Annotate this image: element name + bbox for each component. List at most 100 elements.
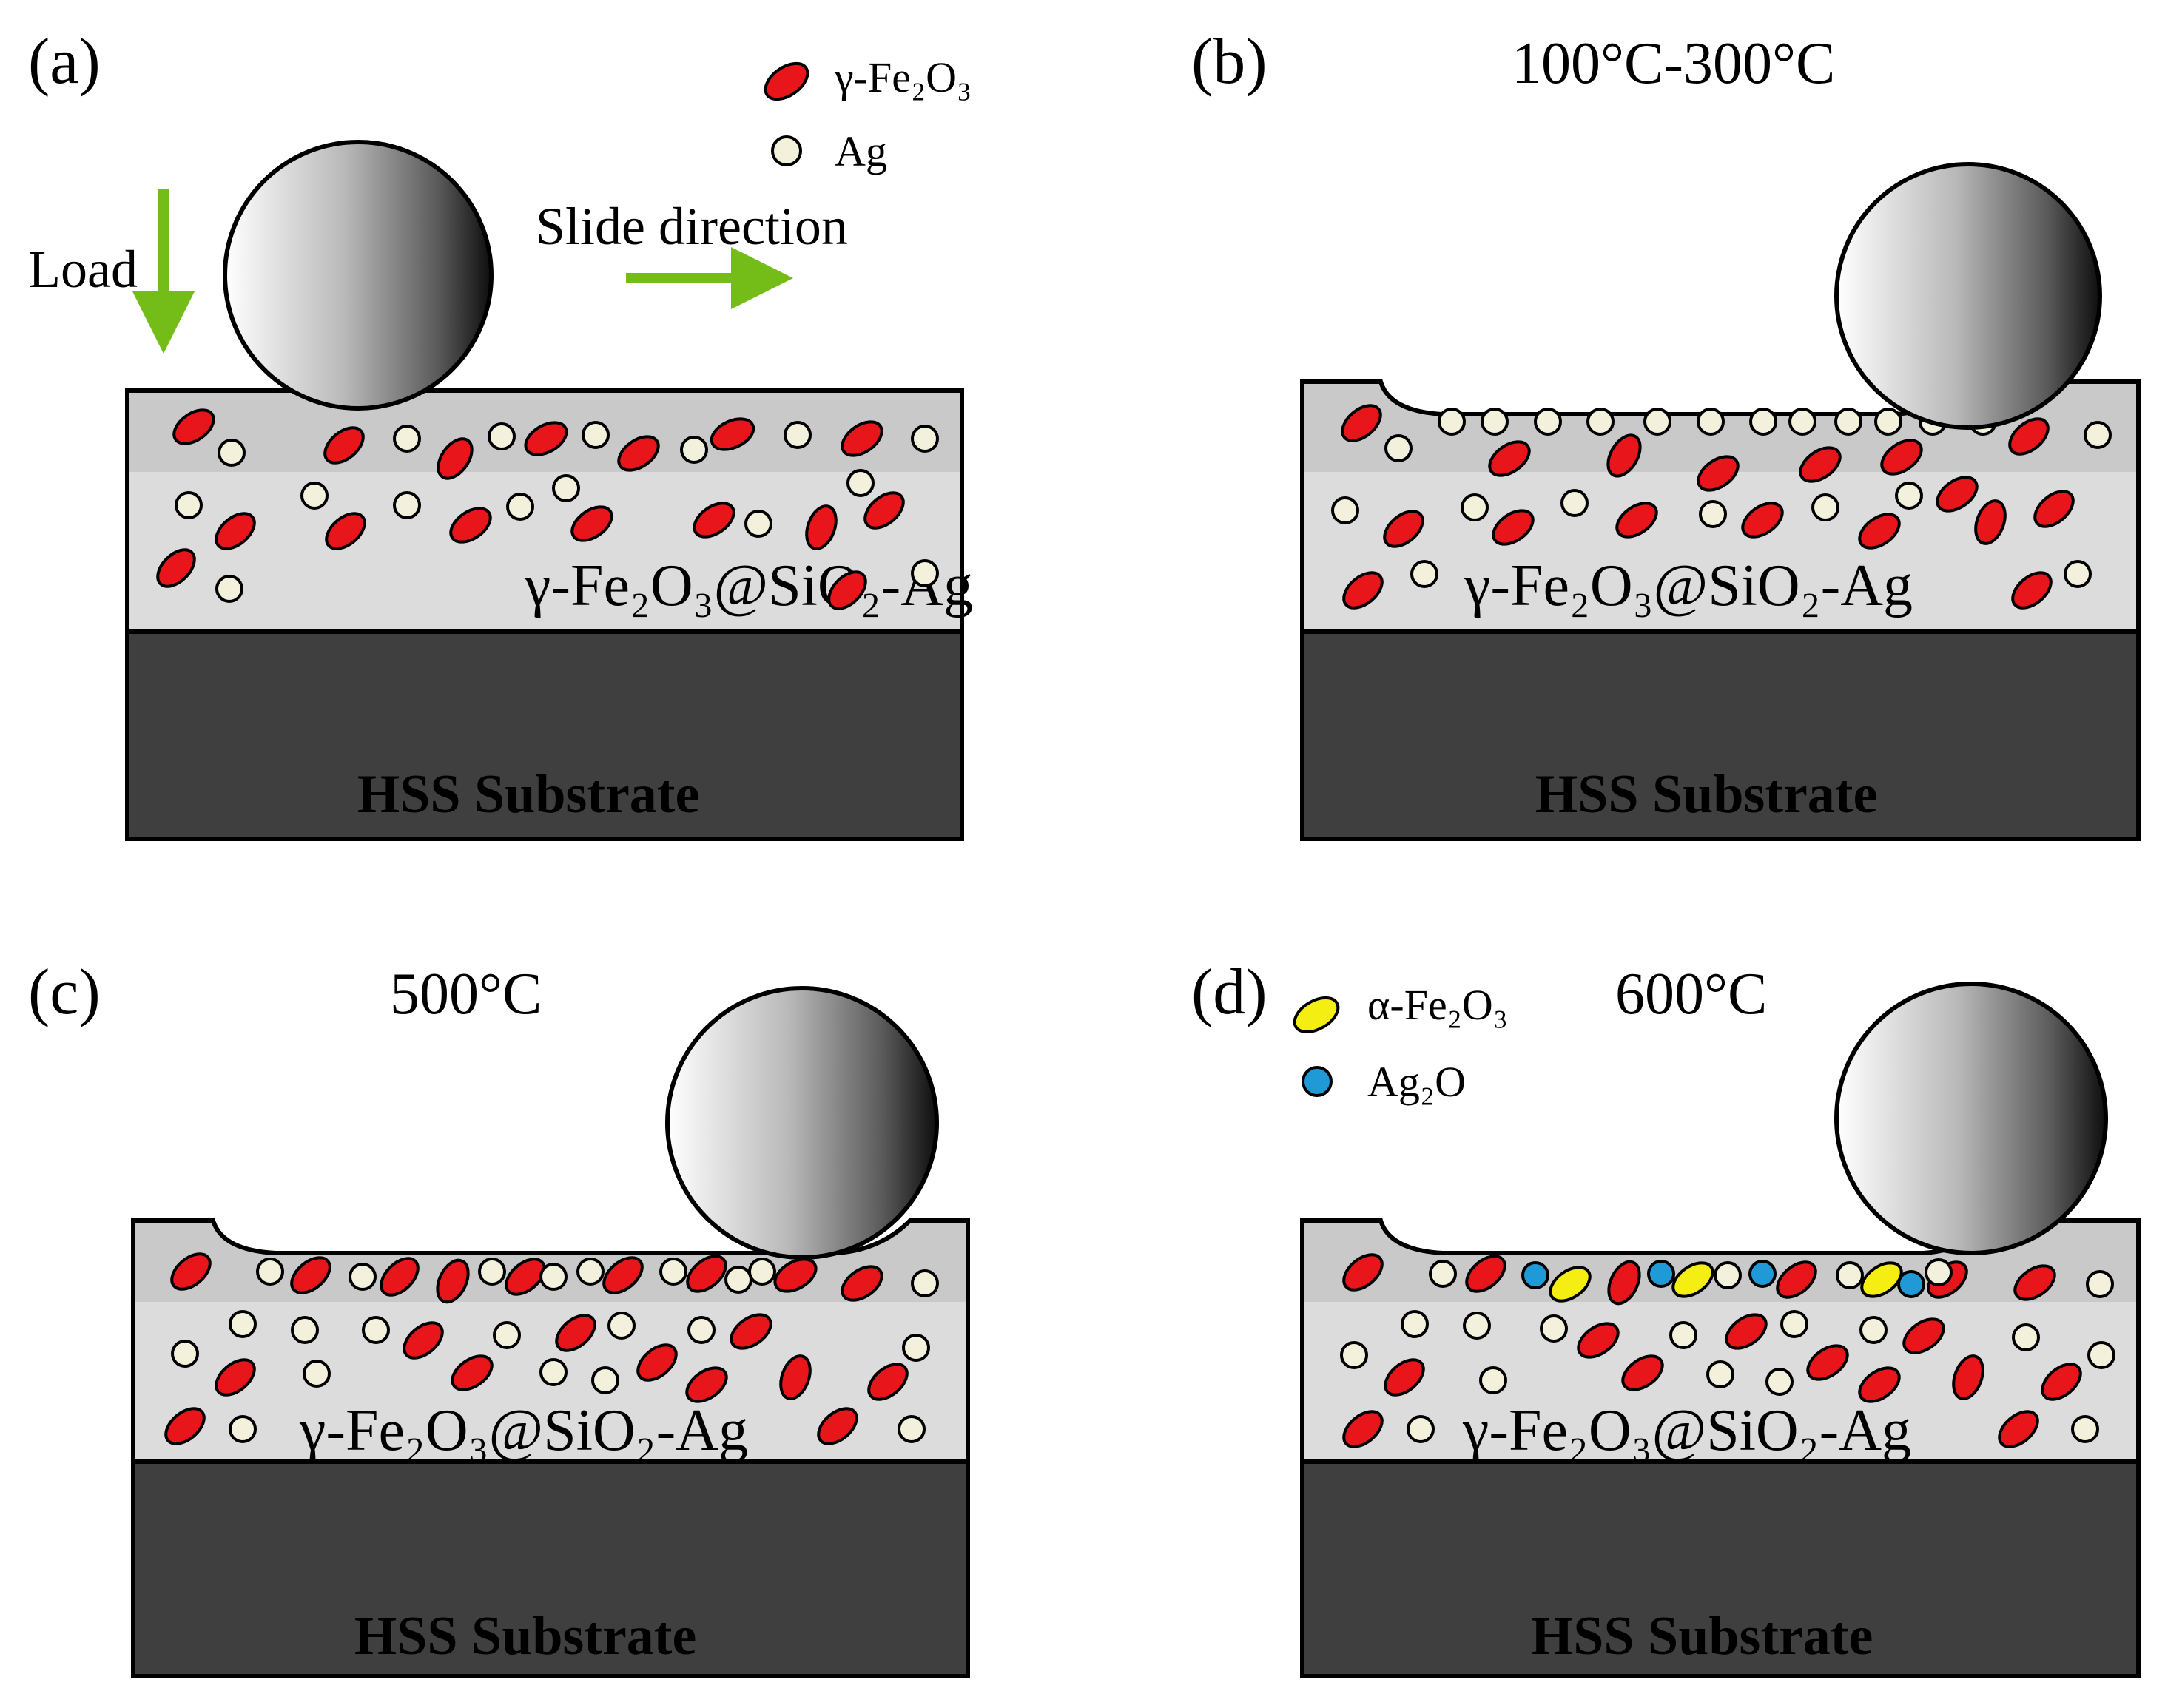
ag-particle xyxy=(229,1415,257,1443)
gamma-fe2o3-particle xyxy=(323,426,365,465)
ag-particle xyxy=(1331,496,1359,524)
ball xyxy=(1834,162,2102,430)
gamma-fe2o3-particle xyxy=(1383,510,1424,548)
gamma-fe2o3-particle xyxy=(2011,571,2053,610)
ag-film-particle xyxy=(1438,408,1466,436)
coating-label: γ-Fe₂O₃@SiO₂-Ag xyxy=(1464,553,1913,618)
gamma-fe2o3-particle xyxy=(1615,502,1658,539)
gamma-fe2o3-particle xyxy=(2033,490,2075,528)
ag-particle xyxy=(1836,1261,1864,1289)
gamma-fe2o3-particle xyxy=(170,1252,212,1291)
gamma-fe2o3-particle xyxy=(1952,1354,1984,1400)
particles-d xyxy=(1340,1253,2115,1448)
legend-gamma-fe2o3-symbol xyxy=(764,61,809,101)
ag-particle xyxy=(582,421,610,449)
panel-c-label: (c) xyxy=(28,956,101,1028)
ag-particle xyxy=(659,1258,687,1286)
ag-particle xyxy=(744,510,772,538)
ag-particle xyxy=(898,1415,926,1443)
ag-particle xyxy=(1706,1360,1734,1388)
alpha-fe2o3-particle xyxy=(1671,1261,1714,1298)
gamma-fe2o3-particle xyxy=(1936,476,1979,513)
ag2o-particle xyxy=(1748,1260,1777,1288)
panel-c-temperature: 500°C xyxy=(390,962,542,1027)
gamma-fe2o3-particle xyxy=(1998,1410,2039,1448)
ag-film-particle xyxy=(1481,408,1509,436)
substrate xyxy=(1300,629,2141,841)
gamma-fe2o3-particle xyxy=(1492,509,1535,546)
ag-particle xyxy=(488,422,516,450)
ag-particle xyxy=(902,1334,930,1362)
legend-d: α-Fe₂O₃ Ag₂O xyxy=(1293,981,1508,1106)
ag-particle xyxy=(2084,421,2112,449)
ag-film-particle xyxy=(1834,408,1862,436)
ag-film-particle xyxy=(1749,408,1777,436)
gamma-fe2o3-particle xyxy=(451,1354,494,1391)
gamma-fe2o3-particle xyxy=(773,1258,818,1293)
ag-particle xyxy=(1925,1258,1953,1286)
legend-ag2o-symbol xyxy=(1302,1066,1333,1097)
particles-a xyxy=(156,408,939,610)
gamma-fe2o3-particle xyxy=(2008,417,2050,456)
ag-particle xyxy=(687,1316,716,1344)
panel-a: (a) γ-Fe₂O₃ Ag Load Slide direction HSS … xyxy=(28,26,973,841)
ag-particle xyxy=(1811,493,1839,521)
gamma-fe2o3-particle xyxy=(172,408,215,445)
ag-particle xyxy=(215,575,243,603)
ag-particle xyxy=(1540,1314,1568,1343)
gamma-fe2o3-particle xyxy=(817,1407,858,1445)
gamma-fe2o3-particle xyxy=(602,1256,644,1294)
gamma-fe2o3-particle xyxy=(380,1257,420,1297)
ag-particle xyxy=(478,1258,506,1286)
ball xyxy=(665,986,939,1260)
gamma-fe2o3-particle xyxy=(867,1363,909,1401)
ag-particle xyxy=(1560,489,1589,517)
ag-film-particle xyxy=(1697,408,1725,436)
gamma-fe2o3-particle xyxy=(710,417,755,451)
substrate xyxy=(125,629,964,841)
ag-particle xyxy=(724,1266,752,1294)
gamma-fe2o3-particle xyxy=(437,437,474,480)
ag-particle xyxy=(552,474,580,502)
gamma-fe2o3-particle xyxy=(325,512,366,550)
legend-ag2o-label: Ag₂O xyxy=(1367,1058,1466,1106)
gamma-fe2o3-particle xyxy=(805,504,838,550)
substrate-label: HSS Substrate xyxy=(357,764,700,825)
ag-particle xyxy=(393,425,421,453)
gamma-fe2o3-particle xyxy=(449,507,492,544)
gamma-fe2o3-particle xyxy=(1342,1410,1384,1448)
panel-d-temperature: 600°C xyxy=(1615,962,1767,1027)
gamma-fe2o3-particle xyxy=(1974,499,2007,545)
legend-ag-symbol xyxy=(771,135,802,166)
gamma-fe2o3-particle xyxy=(841,1265,883,1302)
ag2o-particle xyxy=(1521,1261,1549,1289)
gamma-fe2o3-particle xyxy=(693,502,735,539)
substrate xyxy=(1300,1459,2141,1678)
gamma-fe2o3-particle xyxy=(505,1258,546,1296)
load-arrow: Load xyxy=(28,189,195,354)
panel-d: (d) 600°C α-Fe₂O₃ Ag₂O HSS Substrate γ-F… xyxy=(1191,956,2141,1678)
gamma-fe2o3-particle xyxy=(436,1258,470,1304)
ag-particle xyxy=(1429,1260,1457,1288)
ag-particle xyxy=(1669,1321,1697,1349)
gamma-fe2o3-particle xyxy=(164,1407,206,1445)
gamma-fe2o3-particle xyxy=(1342,1253,1384,1292)
ball xyxy=(223,140,494,411)
ag-particle xyxy=(171,1340,199,1368)
ag-particle xyxy=(291,1316,319,1344)
gamma-fe2o3-particle xyxy=(1858,513,1901,550)
panel-b: (b) 100°C-300°C HSS Substrate γ-Fe₂O₃@Si… xyxy=(1191,26,2141,841)
panel-d-label: (d) xyxy=(1191,956,1267,1028)
ag-particle xyxy=(1340,1341,1368,1369)
substrate xyxy=(131,1459,970,1678)
gamma-fe2o3-particle xyxy=(1488,440,1531,477)
gamma-fe2o3-particle xyxy=(1741,502,1784,539)
ag-particle xyxy=(300,482,329,510)
ag-particle xyxy=(1714,1261,1742,1289)
gamma-fe2o3-particle xyxy=(1725,1313,1768,1350)
gamma-fe2o3-particle xyxy=(156,548,196,588)
gamma-fe2o3-particle xyxy=(1621,1354,1664,1391)
gamma-fe2o3-particle xyxy=(215,1358,256,1397)
ag-particle xyxy=(911,1269,939,1297)
